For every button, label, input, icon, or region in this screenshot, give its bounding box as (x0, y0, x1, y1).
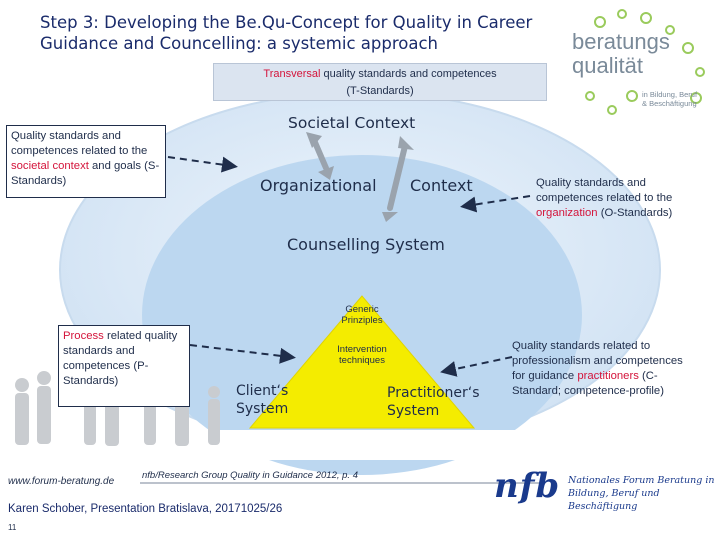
logo-tagline-1: in Bildung, Beruf (642, 90, 698, 99)
t-standards-text: quality standards and competences (320, 68, 497, 80)
generic-principles-label: Generic Prinziples (341, 304, 383, 326)
o-standards-box: Quality standards and competences relate… (536, 176, 686, 221)
nfb-logo-text: Nationales Forum Beratung in Bildung, Be… (568, 474, 718, 513)
c-standards-text-2: (C-Standard; competence-profile) (512, 370, 664, 397)
context-arrows (311, 137, 408, 211)
footer-presenter: Karen Schober, Presentation Bratislava, … (8, 503, 282, 515)
c-standards-highlight: practitioners (577, 370, 639, 382)
footer-url[interactable]: www.forum-beratung.de (8, 476, 115, 487)
logo-tagline-2: & Beschäftigung (642, 99, 697, 108)
counselling-system-label: Counselling System (287, 235, 445, 254)
footer-source: nfb/Research Group Quality in Guidance 2… (142, 470, 358, 481)
s-standards-text-2: and goals (S-Standards) (11, 160, 160, 187)
nfb-logo-line-1: Nationales Forum Beratung in (568, 475, 715, 486)
c-standards-box: Quality standards related to professiona… (512, 339, 687, 399)
footer-presenter-text: Karen Schober, Presentation Bratislava, … (8, 503, 267, 515)
societal-context-label: Societal Context (288, 114, 416, 132)
c-standards-text-1: Quality standards related to professiona… (512, 340, 683, 382)
logo-word-qualitaet: qualität (572, 53, 643, 78)
o-standards-text-2: (O-Standards) (597, 207, 673, 219)
o-standards-text-1: Quality standards and competences relate… (536, 177, 673, 204)
t-standards-highlight: Transversal (263, 68, 321, 80)
t-standards-box: Transversal quality standards and compet… (213, 63, 547, 101)
s-standards-box: Quality standards and competences relate… (6, 125, 166, 198)
intervention-techniques-label: Intervention techniques (337, 344, 387, 366)
nfb-logo-line-2: Bildung, Beruf und Beschäftigung (568, 488, 660, 512)
bottom-band (0, 430, 720, 460)
p-standards-box: Process related quality standards and co… (58, 325, 190, 407)
slide-title: Step 3: Developing the Be.Qu-Concept for… (40, 13, 533, 53)
beratungsqualitaet-logo: beratungs qualität in Bildung, Beruf & B… (572, 29, 702, 109)
p-standards-highlight: Process (63, 330, 104, 342)
p-standards-text: related quality standards and competence… (63, 330, 178, 387)
logo-word-beratungs: beratungs (572, 29, 670, 54)
o-standards-highlight: organization (536, 207, 598, 219)
s-standards-text-1: Quality standards and competences relate… (11, 130, 148, 157)
nfb-logo-mark: nfb (494, 466, 561, 506)
footer-page-fraction: /26 (266, 503, 283, 515)
s-standards-highlight: societal context (11, 160, 89, 172)
clients-system-label: Client‘s System (236, 383, 289, 417)
slide-number: 11 (8, 523, 17, 532)
practitioners-system-label: Practitioner‘s System (387, 385, 480, 419)
t-standards-code: (T-Standards) (346, 85, 414, 97)
intervention-triangle (248, 295, 476, 429)
beratungsqualitaet-logo-dots (585, 9, 705, 115)
context-label: Context (410, 176, 473, 195)
organizational-label: Organizational (260, 176, 377, 195)
connector-arrows (167, 156, 531, 377)
